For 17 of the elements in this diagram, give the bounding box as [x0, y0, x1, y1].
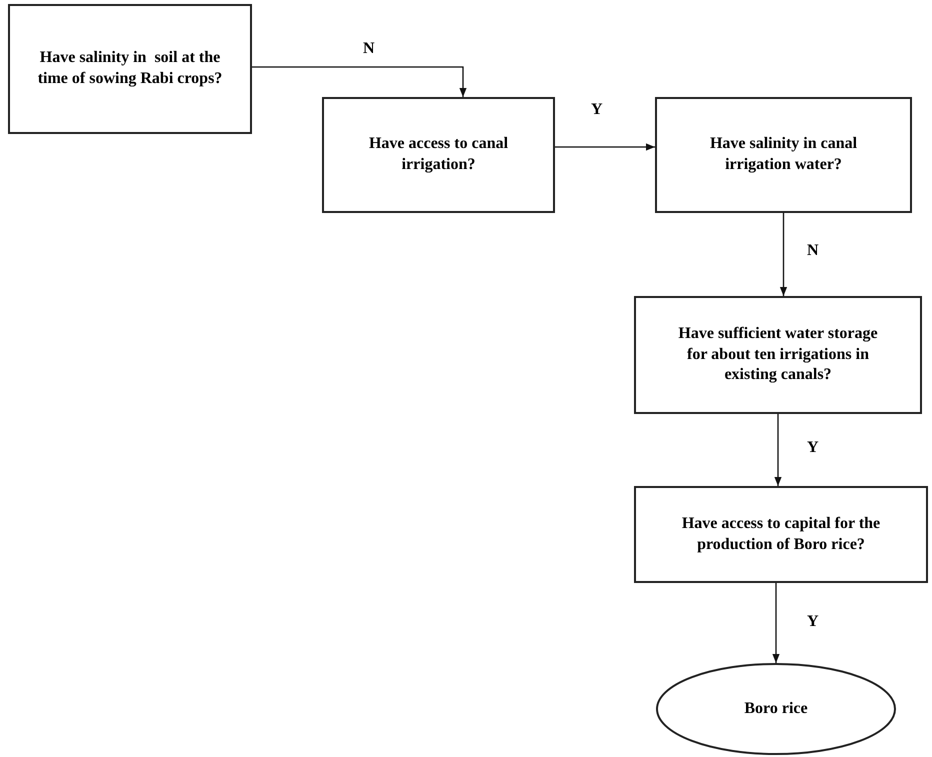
node-text: Have access to capital for the production of Boro rice?: [680, 514, 882, 554]
arrow: [555, 143, 655, 151]
node-text: Have sufficient water storage for about ten irrigations in existing canals?: [677, 324, 879, 386]
terminal-ellipse: [656, 663, 896, 755]
node-text: Have salinity in canal irrigation water?: [708, 134, 858, 175]
node-text: Have access to canal irrigation?: [368, 134, 510, 175]
node-text: Boro rice: [744, 698, 808, 719]
decision-box: [634, 296, 922, 414]
arrow: [780, 213, 788, 296]
decision-box: [655, 97, 912, 213]
decision-box: [322, 97, 555, 213]
arrow: [774, 414, 782, 486]
decision-box: [8, 4, 252, 134]
node-text: Have salinity in soil at the time of sowing Rabi crops?: [36, 48, 224, 89]
decision-box: [634, 486, 928, 583]
arrow: [772, 583, 780, 663]
arrow: [252, 66, 467, 97]
